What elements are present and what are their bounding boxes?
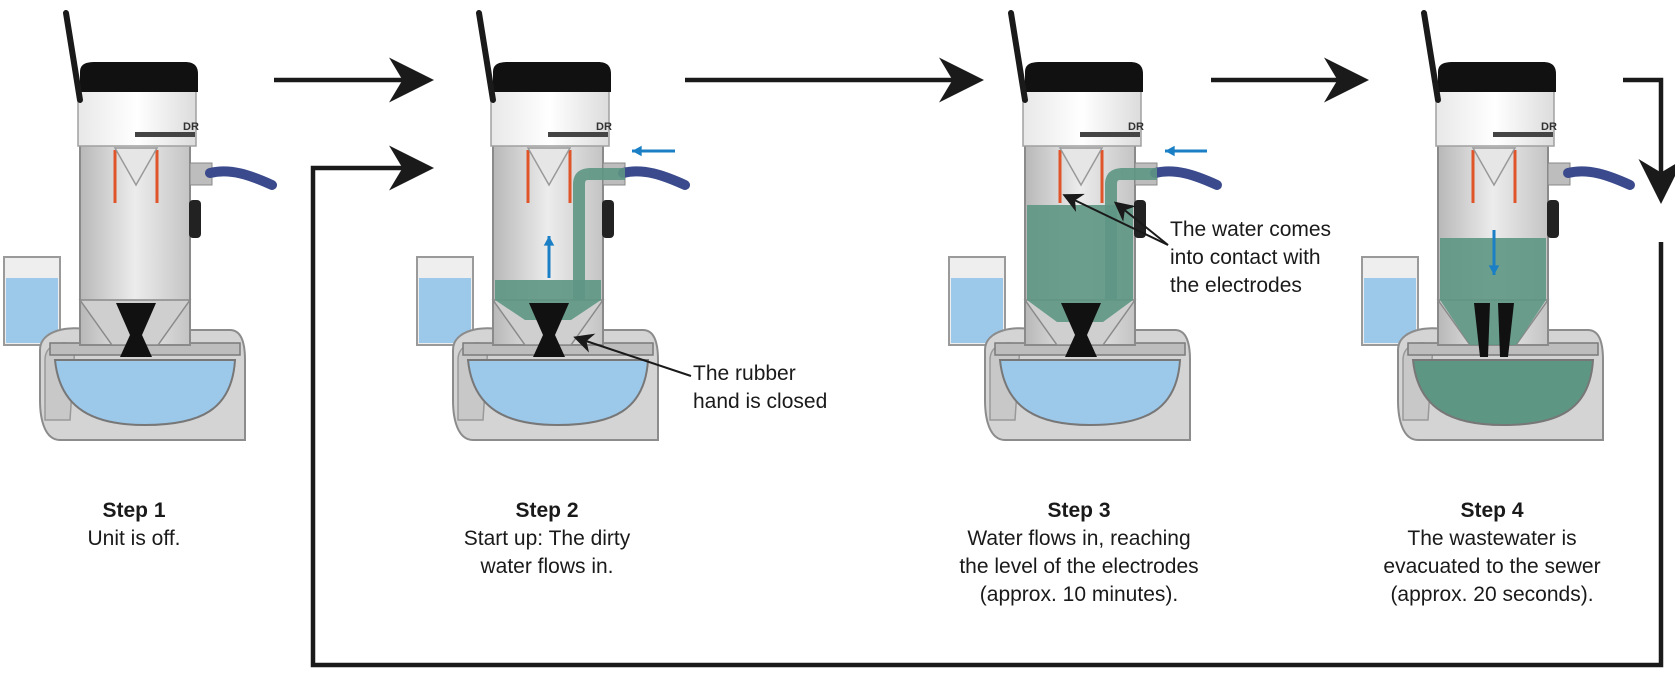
loop-back-arrow-icon bbox=[310, 145, 1664, 668]
electrodes-callout-line-3: the electrodes bbox=[1170, 274, 1302, 297]
down-arrow-icon bbox=[1488, 230, 1500, 275]
unit-lid bbox=[80, 62, 198, 92]
filter-cone bbox=[1471, 147, 1517, 187]
bowl-water bbox=[1411, 359, 1595, 427]
column-water bbox=[1440, 238, 1546, 345]
up-arrow-icon bbox=[543, 236, 555, 278]
step-1-caption: Step 1 Unit is off. bbox=[0, 497, 274, 553]
step-2-caption: Step 2 Start up: The dirty water flows in. bbox=[407, 497, 687, 581]
rubber-hand-valve bbox=[529, 303, 569, 357]
step-4-title: Step 4 bbox=[1460, 499, 1524, 522]
unit-cap bbox=[1022, 87, 1142, 147]
electrodes-callout-line-2: into contact with bbox=[1170, 246, 1321, 269]
side-motor bbox=[189, 200, 201, 238]
brand-logo-text: DR bbox=[1541, 121, 1557, 133]
electrode-leader-line-right bbox=[1113, 201, 1169, 246]
brand-logo-text: DR bbox=[596, 121, 612, 133]
vent-pipe bbox=[1421, 10, 1441, 103]
electrodes-callout-line-1: The water comes bbox=[1170, 218, 1332, 241]
cistern-water bbox=[419, 278, 471, 343]
step-4-description-line: (approx. 20 seconds). bbox=[1390, 583, 1594, 606]
inlet-hose bbox=[1150, 166, 1222, 190]
step-3-title: Step 3 bbox=[1047, 499, 1111, 522]
cistern-water bbox=[951, 278, 1003, 343]
unit-cap bbox=[490, 87, 610, 147]
rubber-hand-valve bbox=[1061, 303, 1101, 357]
step-4-description-line: evacuated to the sewer bbox=[1383, 555, 1601, 578]
left-arrow-icon-head bbox=[1165, 145, 1175, 157]
step-2-title: Step 2 bbox=[515, 499, 579, 522]
cistern-water bbox=[6, 278, 58, 343]
left-arrow-icon bbox=[1165, 145, 1207, 157]
electrodes-callout: The water comes into contact with the el… bbox=[1170, 216, 1331, 300]
side-motor bbox=[1134, 200, 1146, 238]
side-motor bbox=[602, 200, 614, 238]
unit-cap bbox=[77, 87, 197, 147]
inlet-hose bbox=[1563, 166, 1635, 190]
unit-step-3: DR bbox=[948, 10, 1222, 441]
brand-logo-text: DR bbox=[183, 121, 199, 133]
brand-logo-text: DR bbox=[1128, 121, 1144, 133]
rubber-hand-leader-line bbox=[573, 333, 692, 377]
vent-pipe bbox=[476, 10, 496, 103]
inlet-channel-water bbox=[573, 168, 625, 300]
filter-cone bbox=[526, 147, 572, 187]
rubber-hand-callout-line-2: hand is closed bbox=[693, 390, 828, 413]
inlet-channel-water bbox=[1105, 168, 1157, 300]
step-1-description-line: Unit is off. bbox=[87, 527, 181, 550]
left-arrow-icon bbox=[632, 145, 675, 157]
unit-lid bbox=[493, 62, 611, 92]
step-1-title: Step 1 bbox=[102, 499, 166, 522]
step-3-description-line: the level of the electrodes bbox=[959, 555, 1199, 578]
filter-cone bbox=[1058, 147, 1104, 187]
rubber-hand-callout-line-1: The rubber bbox=[693, 362, 796, 385]
unit-step-4: DR bbox=[1361, 10, 1635, 441]
unit-step-2: DR bbox=[416, 10, 690, 441]
cap-stripe bbox=[135, 132, 195, 137]
step-2-description-line: water flows in. bbox=[480, 555, 614, 578]
cistern-water bbox=[1364, 278, 1416, 343]
cap-stripe bbox=[1080, 132, 1140, 137]
cap-stripe bbox=[548, 132, 608, 137]
unit-lid bbox=[1438, 62, 1556, 92]
side-motor bbox=[1547, 200, 1559, 238]
left-arrow-icon-head bbox=[632, 145, 642, 157]
down-arrow-icon bbox=[1623, 77, 1675, 204]
rubber-hand-callout: The rubber hand is closed bbox=[693, 360, 827, 416]
down-arrow-icon-head bbox=[1488, 265, 1500, 275]
rubber-hand-valve bbox=[116, 303, 156, 357]
up-arrow-icon-head bbox=[543, 236, 555, 246]
step-3-description-line: (approx. 10 minutes). bbox=[979, 583, 1179, 606]
bowl-water bbox=[466, 359, 650, 427]
filter-cone bbox=[113, 147, 159, 187]
step-3-caption: Step 3 Water flows in, reaching the level … bbox=[939, 497, 1219, 609]
step-4-caption: Step 4 The wastewater is evacuated to the … bbox=[1352, 497, 1632, 609]
inlet-hose bbox=[618, 166, 690, 190]
bowl-water bbox=[53, 359, 237, 427]
bowl-water bbox=[998, 359, 1182, 427]
step-4-description-line: The wastewater is bbox=[1407, 527, 1577, 550]
inlet-hose bbox=[205, 166, 277, 190]
vent-pipe bbox=[1008, 10, 1028, 103]
unit-step-1: DR bbox=[3, 10, 277, 441]
rubber-hand-valve-left bbox=[1474, 303, 1490, 357]
rubber-hand-valve-right bbox=[1498, 303, 1514, 357]
unit-lid bbox=[1025, 62, 1143, 92]
unit-cap bbox=[1435, 87, 1555, 147]
step-3-description-line: Water flows in, reaching bbox=[967, 527, 1191, 550]
cap-stripe bbox=[1493, 132, 1553, 137]
vent-pipe bbox=[63, 10, 83, 103]
step-2-description-line: Start up: The dirty bbox=[463, 527, 631, 550]
